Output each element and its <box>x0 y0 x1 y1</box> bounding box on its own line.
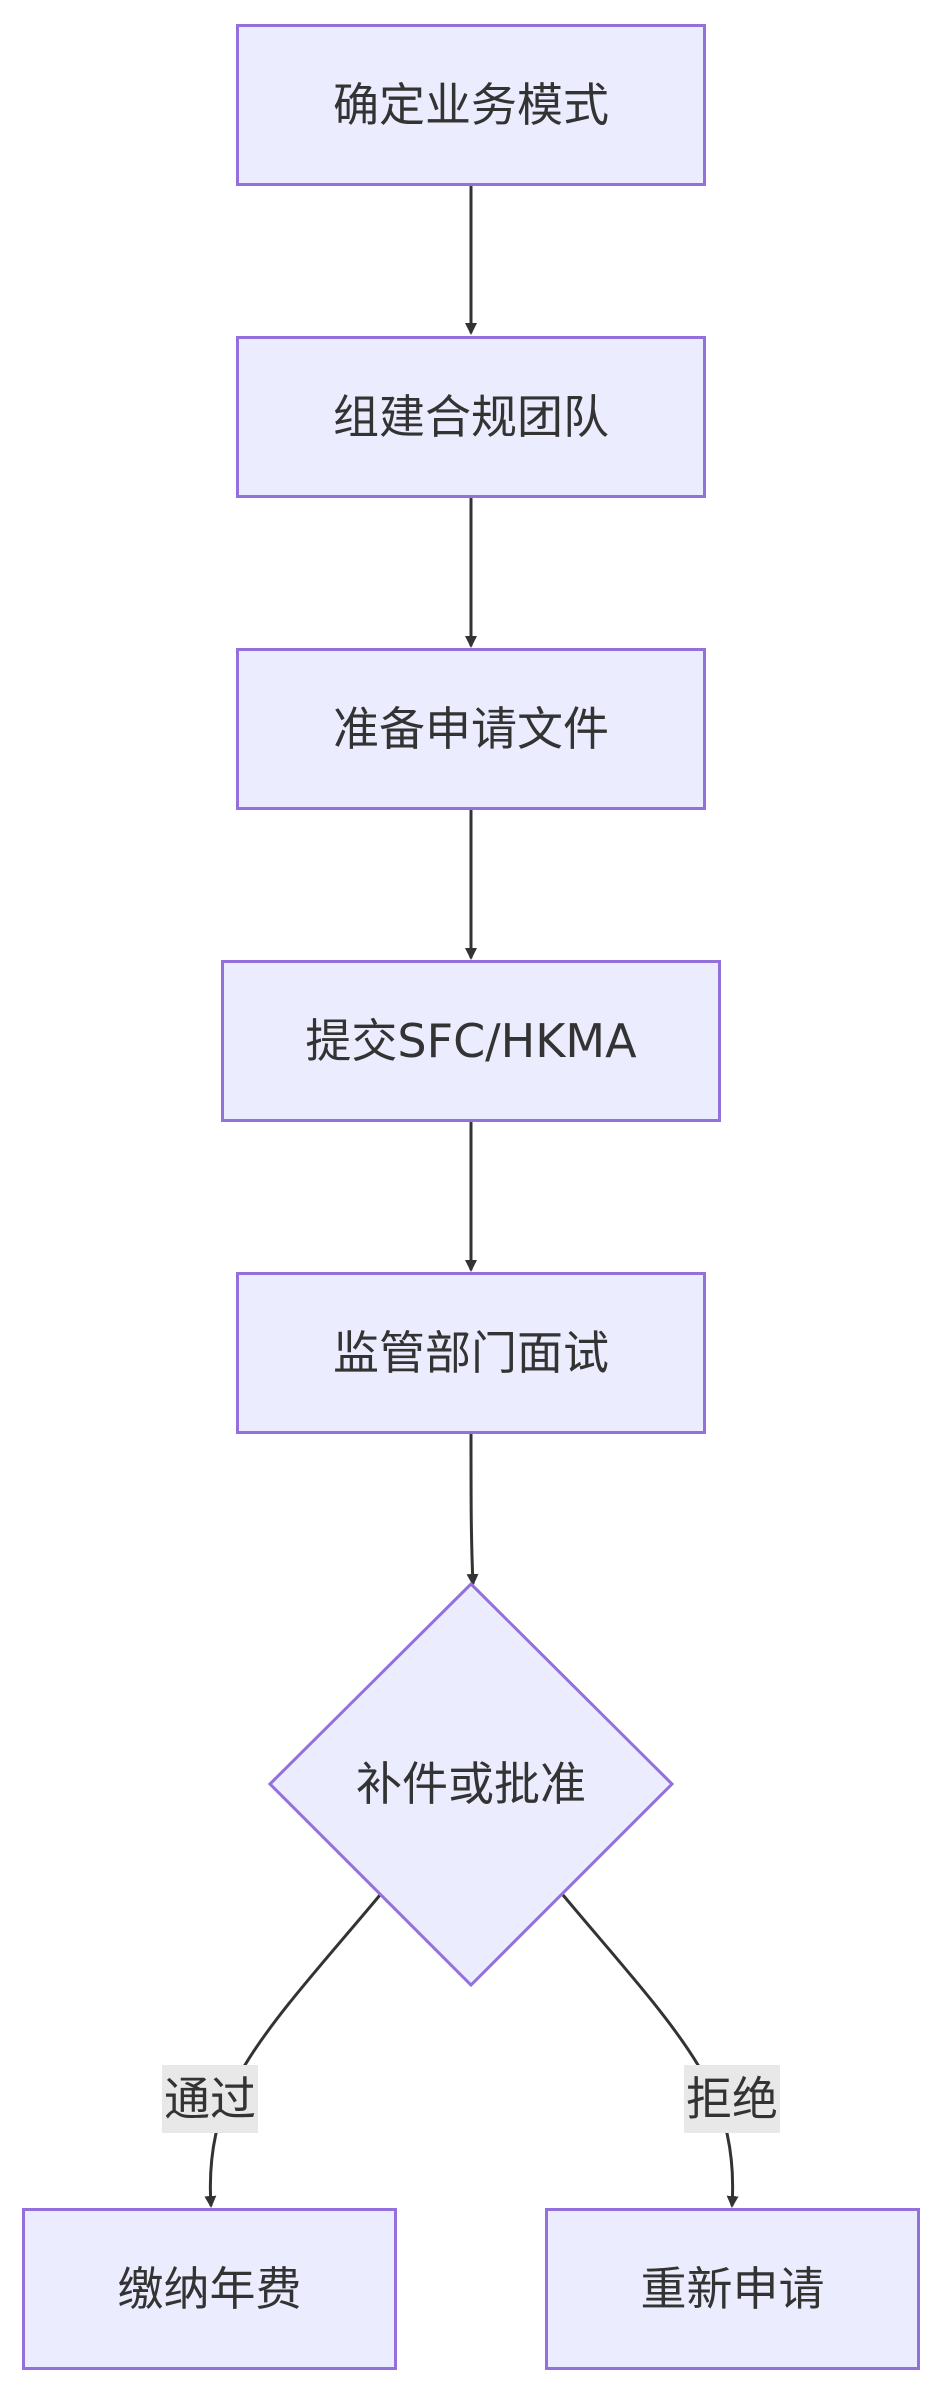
node-label: 提交SFC/HKMA <box>305 1014 637 1068</box>
node-define-business-model: 确定业务模式 <box>236 24 706 186</box>
node-prepare-documents: 准备申请文件 <box>236 648 706 810</box>
edge-decision-reapply <box>561 1894 739 2208</box>
node-pay-annual-fee: 缴纳年费 <box>22 2208 397 2370</box>
edge-label-reject: 拒绝 <box>684 2065 780 2133</box>
edge-label-pass: 通过 <box>162 2065 258 2133</box>
decision-diamond-shape <box>267 1581 675 1988</box>
node-submit-sfc-hkma: 提交SFC/HKMA <box>221 960 721 1122</box>
node-label: 监管部门面试 <box>333 1326 609 1380</box>
edge-n5-decision <box>466 1433 479 1586</box>
edge-decision-pay <box>204 1894 382 2208</box>
node-label: 准备申请文件 <box>333 702 609 756</box>
node-label: 缴纳年费 <box>117 2262 302 2316</box>
node-regulator-interview: 监管部门面试 <box>236 1272 706 1434</box>
node-build-compliance-team: 组建合规团队 <box>236 336 706 498</box>
node-label: 组建合规团队 <box>333 390 609 444</box>
node-reapply: 重新申请 <box>545 2208 920 2370</box>
node-label: 重新申请 <box>640 2262 825 2316</box>
decision-label: 补件或批准 <box>356 1757 586 1811</box>
node-label: 确定业务模式 <box>333 78 609 132</box>
